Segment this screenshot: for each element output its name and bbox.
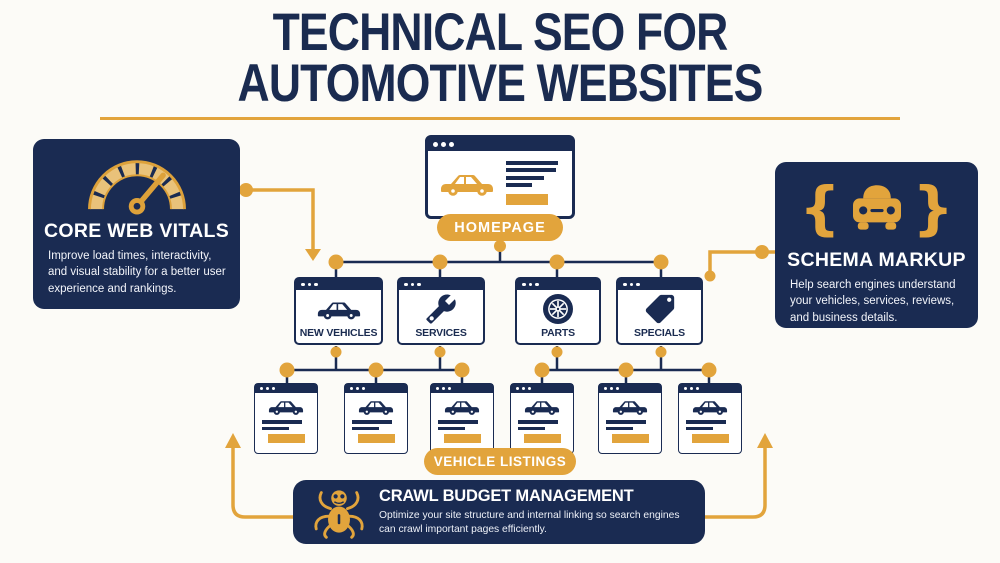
- category-label: NEW VEHICLES: [299, 327, 378, 339]
- category-card-parts: PARTS: [515, 277, 601, 345]
- category-card-specials: SPECIALS: [616, 277, 703, 345]
- core-web-vitals-body: Improve load times, interactivity, and v…: [48, 250, 226, 295]
- car-side-icon: [296, 290, 381, 327]
- homepage-window: [425, 135, 575, 219]
- homepage-text-lines: [506, 160, 565, 205]
- car-side-icon: [358, 401, 394, 415]
- car-side-icon: [444, 401, 480, 415]
- vehicle-listings-badge: VEHICLE LISTINGS: [424, 448, 576, 475]
- browser-titlebar: [428, 138, 572, 151]
- page-title-line1: TECHNICAL SEO FOR: [272, 3, 729, 62]
- car-side-icon-gold: [441, 174, 493, 196]
- speedometer-icon: [33, 151, 240, 215]
- category-card-services: SERVICES: [397, 277, 485, 345]
- junction-dots: [239, 183, 769, 378]
- schema-markup-title: SCHEMA MARKUP: [787, 249, 966, 271]
- car-side-icon: [612, 401, 648, 415]
- page-title: TECHNICAL SEO FOR AUTOMOTIVE WEBSITES: [0, 3, 1000, 113]
- vehicle-listing-card: [598, 383, 662, 454]
- listing-cta-block: [611, 434, 649, 443]
- car-side-icon: [692, 401, 728, 415]
- crawl-budget-body: Optimize your site structure and interna…: [379, 509, 680, 535]
- listing-cta-block: [443, 434, 481, 443]
- gold-connector-lines: [231, 188, 777, 519]
- car-in-braces-icon: { }: [775, 172, 978, 244]
- listing-cta-block: [691, 434, 729, 443]
- car-side-icon: [268, 401, 304, 415]
- category-card-new-vehicles: NEW VEHICLES: [294, 277, 383, 345]
- category-label: SERVICES: [415, 327, 467, 339]
- vehicle-listing-card: [678, 383, 742, 454]
- arrowheads: [225, 249, 773, 448]
- homepage-badge-label: HOMEPAGE: [454, 219, 546, 236]
- browser-titlebar: [399, 279, 483, 290]
- listing-cta-block: [357, 434, 395, 443]
- core-web-vitals-card: CORE WEB VITALS Improve load times, inte…: [33, 139, 240, 309]
- brace-open: {: [799, 174, 841, 242]
- vehicle-listing-card: [510, 383, 574, 454]
- browser-titlebar: [517, 279, 599, 290]
- listing-cta-block: [267, 434, 305, 443]
- browser-titlebar: [296, 279, 381, 290]
- crawl-budget-card: CRAWL BUDGET MANAGEMENT Optimize your si…: [293, 480, 705, 544]
- homepage-cta-block: [506, 193, 548, 205]
- schema-markup-body: Help search engines understand your vehi…: [790, 279, 956, 324]
- spider-icon: [311, 485, 367, 539]
- listing-cta-block: [523, 434, 561, 443]
- vehicle-listing-card: [430, 383, 494, 454]
- wrench-icon: [399, 290, 483, 327]
- vehicle-listing-card: [344, 383, 408, 454]
- browser-titlebar: [618, 279, 701, 290]
- car-front-icon: [852, 185, 901, 230]
- page-title-line2: AUTOMOTIVE WEBSITES: [237, 54, 764, 113]
- crawl-budget-title: CRAWL BUDGET MANAGEMENT: [379, 486, 634, 505]
- price-tag-icon: [618, 290, 701, 327]
- car-side-icon: [524, 401, 560, 415]
- vehicle-listing-card: [254, 383, 318, 454]
- homepage-badge: HOMEPAGE: [437, 214, 563, 241]
- core-web-vitals-title: CORE WEB VITALS: [43, 220, 230, 242]
- category-label: PARTS: [541, 327, 575, 339]
- category-label: SPECIALS: [634, 327, 685, 339]
- brace-close: }: [912, 174, 954, 242]
- schema-markup-card: { } SCHEMA MARKUP Help search engines un…: [775, 162, 978, 328]
- wheel-icon: [517, 290, 599, 327]
- title-underline: [100, 117, 900, 120]
- vehicle-listings-badge-label: VEHICLE LISTINGS: [433, 454, 567, 469]
